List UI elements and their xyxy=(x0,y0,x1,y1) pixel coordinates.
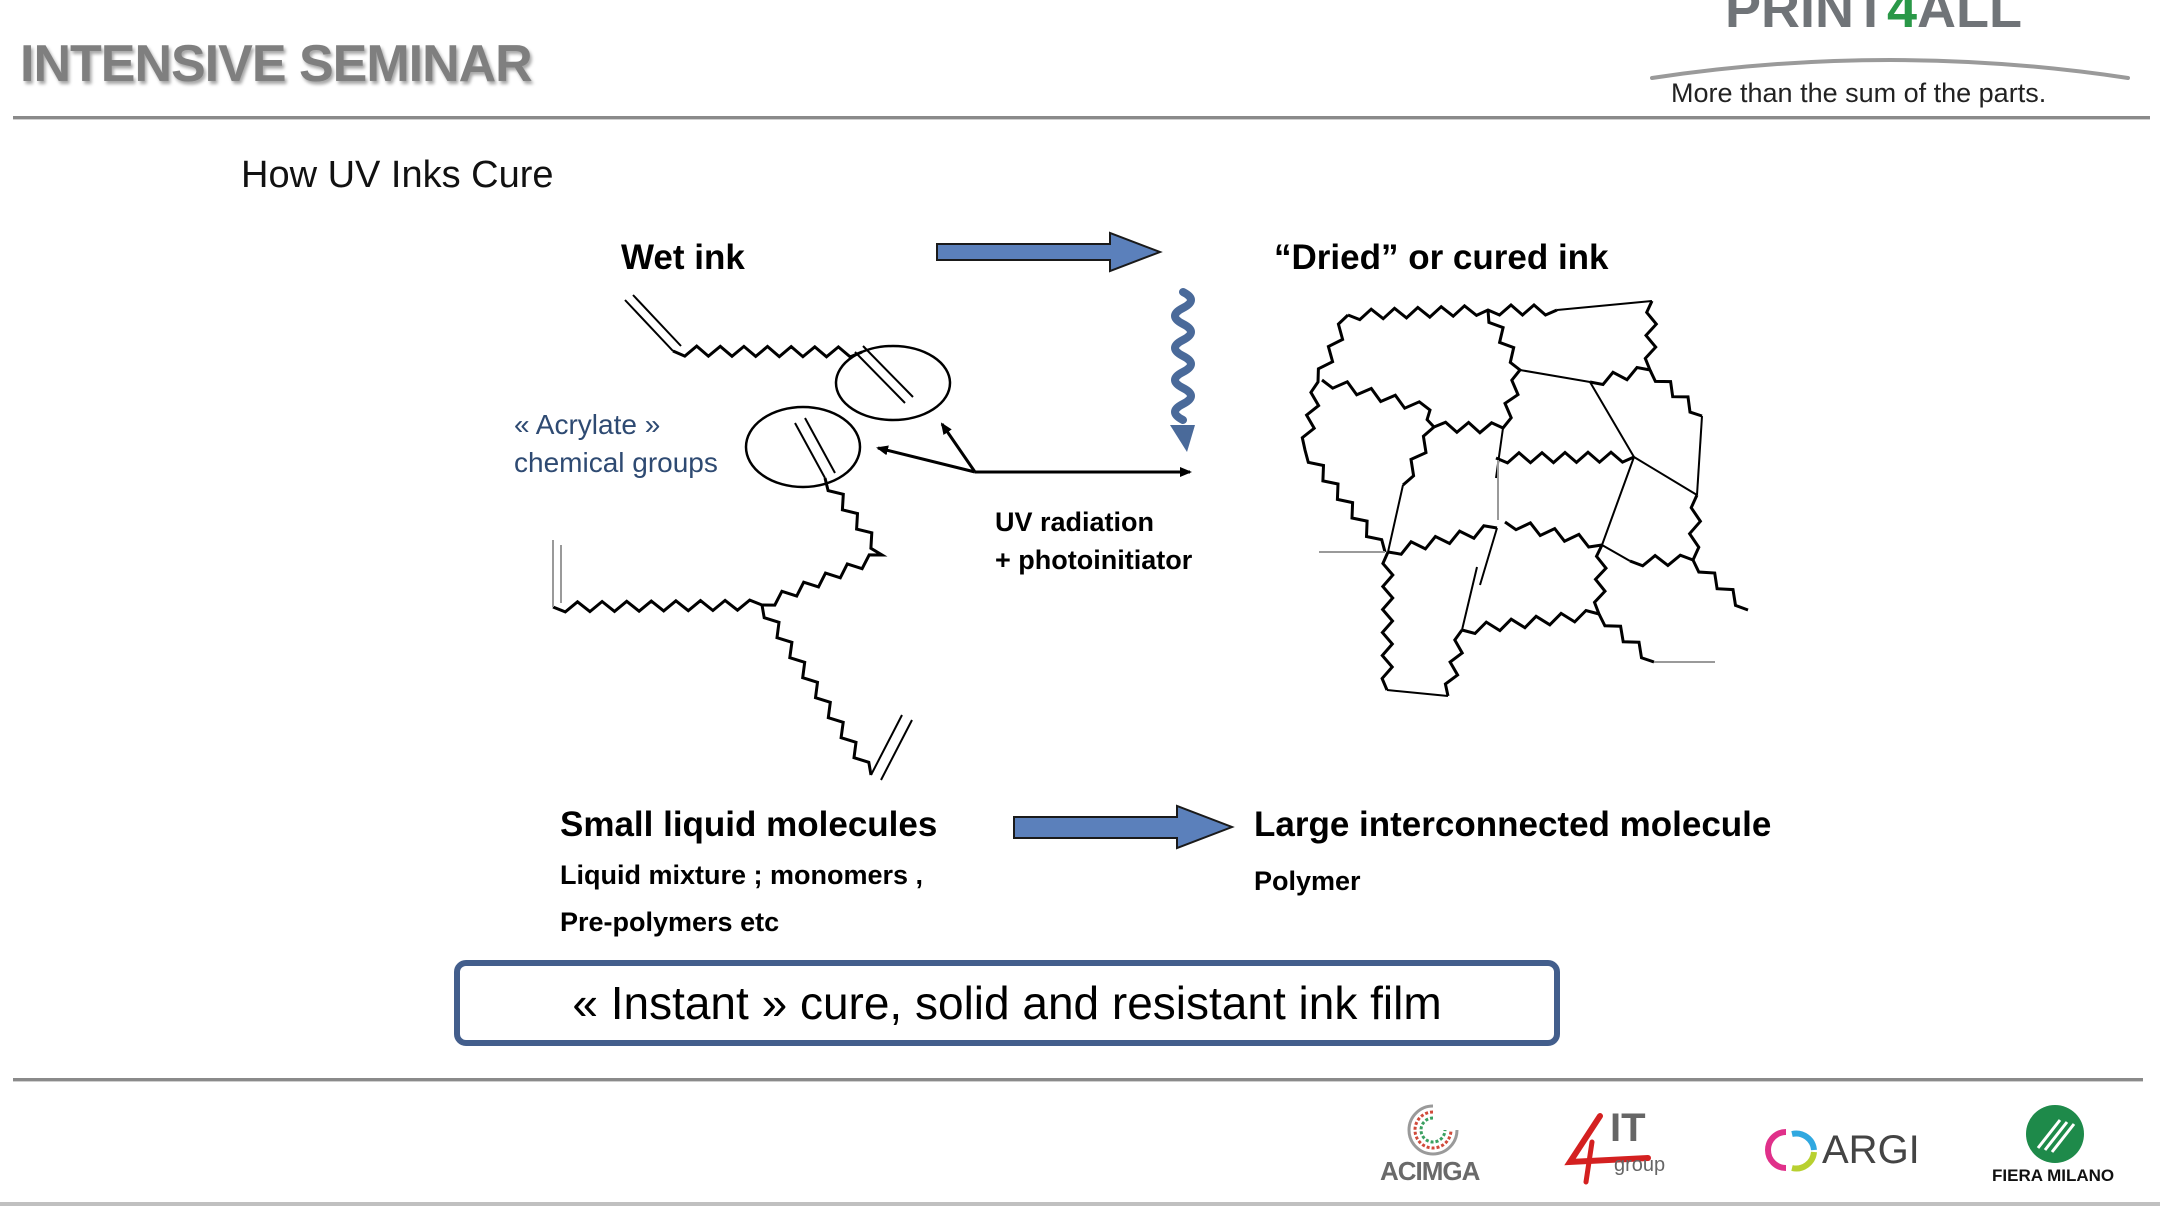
cured-chain-right-edge xyxy=(1648,369,1703,418)
before-title: Small liquid molecules xyxy=(560,805,938,844)
seminar-title: INTENSIVE SEMINAR xyxy=(20,35,533,93)
wet-chain-left xyxy=(552,598,763,614)
fiera-milano-logo: FIERA MILANO xyxy=(1990,1104,2120,1188)
wet-ink-molecules xyxy=(552,344,888,776)
cured-chain-upper-right xyxy=(1433,309,1523,435)
before-subtitle: Liquid mixture ; monomers , Pre-polymers… xyxy=(560,852,923,946)
process-arrow-bottom xyxy=(1013,804,1235,850)
footer-edge xyxy=(0,1202,2160,1206)
brand-name-prefix: PRINT xyxy=(1725,0,1887,39)
wet-ink-label: Wet ink xyxy=(621,238,745,277)
4it-mark-icon xyxy=(1564,1113,1651,1185)
brand-tagline: More than the sum of the parts. xyxy=(1671,78,2047,108)
before-subtitle-line1: Liquid mixture ; monomers , xyxy=(560,860,924,890)
cured-chain-tail-bottom xyxy=(1597,613,1655,664)
wet-chain-bottom xyxy=(760,604,873,776)
argi-loop-icon xyxy=(1765,1129,1817,1172)
acimga-emblem-icon xyxy=(1407,1104,1459,1156)
brand-swoosh-icon xyxy=(1650,58,2130,80)
cured-polymer-network xyxy=(1300,300,1749,697)
cured-chain-top xyxy=(1347,303,1558,322)
slide-heading: How UV Inks Cure xyxy=(241,154,554,196)
cured-chain-bottom-left xyxy=(1380,551,1395,691)
brand-name-suffix: ALL xyxy=(1917,0,2023,39)
cured-chain-inner-diag xyxy=(1321,378,1436,429)
before-subtitle-line2: Pre-polymers etc xyxy=(560,907,780,937)
double-bonds xyxy=(624,294,914,781)
cured-chain-lower-mid xyxy=(1504,520,1603,549)
brand-name: PRINT4ALL xyxy=(1725,0,2022,40)
acrylate-label-line1: « Acrylate » xyxy=(514,409,661,440)
4it-sub-text: group xyxy=(1614,1154,1666,1176)
argi-logo: ARGI xyxy=(1762,1126,1932,1176)
cured-chain-lower-left xyxy=(1387,524,1498,556)
brand-name-digit: 4 xyxy=(1887,0,1918,39)
acrylate-label: « Acrylate » chemical groups xyxy=(514,406,718,482)
wet-chain-middle xyxy=(761,477,888,607)
footer-divider xyxy=(13,1078,2143,1082)
argi-text: ARGI xyxy=(1822,1128,1920,1172)
cured-chain-bottom-right xyxy=(1443,629,1465,697)
cured-network-crosslinks xyxy=(1386,300,1703,697)
cured-chain-middle xyxy=(1495,450,1635,465)
uv-label-line1: UV radiation xyxy=(995,507,1155,537)
uv-radiation-label: UV radiation + photoinitiator xyxy=(995,503,1192,579)
cured-chain-left-outer xyxy=(1300,313,1387,553)
cured-network-grey xyxy=(1319,460,1715,663)
cured-chain-tail-right xyxy=(1691,559,1749,612)
header-divider xyxy=(13,116,2150,120)
process-arrow-top xyxy=(936,231,1163,273)
4it-group-logo: IT group xyxy=(1562,1106,1692,1188)
acimga-text: ACIMGA xyxy=(1380,1156,1480,1186)
after-subtitle: Polymer xyxy=(1254,866,1361,896)
acrylate-label-line2: chemical groups xyxy=(514,447,718,478)
acrylate-circle-2 xyxy=(744,405,862,489)
cured-chain-right-top xyxy=(1589,300,1659,387)
fiera-milano-emblem-icon xyxy=(2026,1105,2084,1163)
acimga-logo: ACIMGA xyxy=(1378,1098,1488,1188)
uv-label-line2: + photoinitiator xyxy=(995,545,1193,575)
double-bond-grey xyxy=(552,540,562,607)
after-title: Large interconnected molecule xyxy=(1254,805,1772,844)
result-text: « Instant » cure, solid and resistant in… xyxy=(572,977,1442,1029)
fiera-milano-text: FIERA MILANO xyxy=(1992,1166,2115,1185)
cured-chain-bottom-mid xyxy=(1461,544,1608,636)
cured-chain-lower-right xyxy=(1629,494,1703,568)
initiator-arrows xyxy=(876,422,1192,477)
print4all-logo: PRINT4ALL More than the sum of the parts… xyxy=(1640,0,2140,118)
result-callout: « Instant » cure, solid and resistant in… xyxy=(454,960,1560,1046)
wet-chain-top xyxy=(672,344,863,359)
cured-ink-label: “Dried” or cured ink xyxy=(1274,238,1609,277)
cured-chain-left-inner xyxy=(1402,425,1435,487)
uv-wave-icon xyxy=(1170,288,1195,452)
acrylate-circle-1 xyxy=(834,344,952,422)
4it-text: IT xyxy=(1610,1106,1646,1150)
